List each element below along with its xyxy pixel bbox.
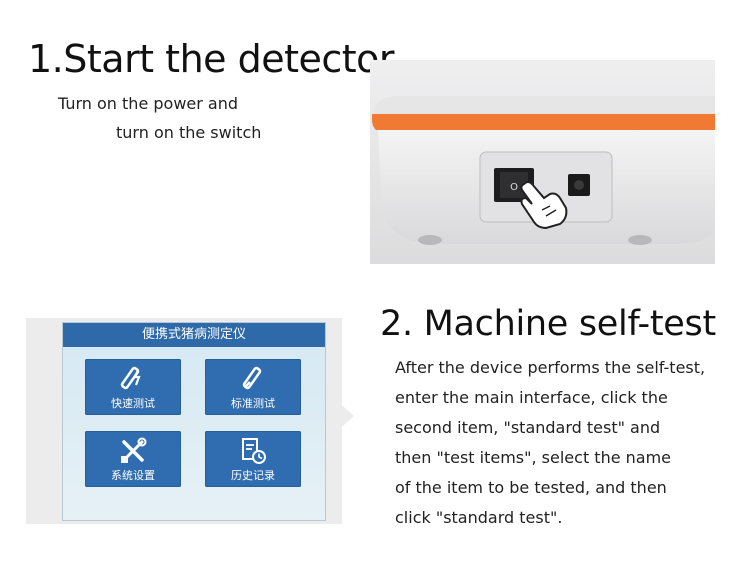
quick-test-label: 快速测试 xyxy=(111,397,155,410)
history-record-label: 历史记录 xyxy=(231,469,275,482)
device-main-interface: 便携式猪病测定仪 快速测试 标准测试 系统设置 xyxy=(62,322,326,521)
screen-title: 便携式猪病测定仪 xyxy=(63,323,325,347)
step1-subtitle-line2: turn on the switch xyxy=(116,123,262,142)
step2-description-line: enter the main interface, click the xyxy=(395,388,668,407)
callout-pointer xyxy=(334,398,354,434)
standard-test-label: 标准测试 xyxy=(231,397,275,410)
step1-subtitle-line1: Turn on the power and xyxy=(58,94,239,113)
system-settings-tile[interactable]: 系统设置 xyxy=(85,431,181,487)
device-power-switch-photo: O xyxy=(370,60,715,264)
device-illustration: O xyxy=(370,60,715,264)
system-settings-label: 系统设置 xyxy=(111,469,155,482)
step1-title: 1.Start the detector xyxy=(28,37,395,81)
switch-symbol: O xyxy=(510,182,518,193)
standard-test-tile[interactable]: 标准测试 xyxy=(205,359,301,415)
step2-description-line: second item, "standard test" and xyxy=(395,418,661,437)
step2-description-line: click "standard test". xyxy=(395,508,563,527)
history-record-tile[interactable]: 历史记录 xyxy=(205,431,301,487)
step2-description-line: then "test items", select the name xyxy=(395,448,672,467)
step2-description-line: After the device performs the self-test, xyxy=(395,358,706,377)
orange-band xyxy=(372,114,715,130)
pointing-hand-icon xyxy=(520,181,568,230)
tools-icon xyxy=(121,437,147,463)
step2-title: 2. Machine self-test xyxy=(380,304,716,344)
test-strip-icon xyxy=(120,366,141,390)
test-strip-icon xyxy=(242,366,262,390)
screen-menu: 快速测试 标准测试 系统设置 xyxy=(63,347,325,520)
step2-description-line: of the item to be tested, and then xyxy=(395,478,667,497)
quick-test-tile[interactable]: 快速测试 xyxy=(85,359,181,415)
history-icon xyxy=(242,438,266,464)
